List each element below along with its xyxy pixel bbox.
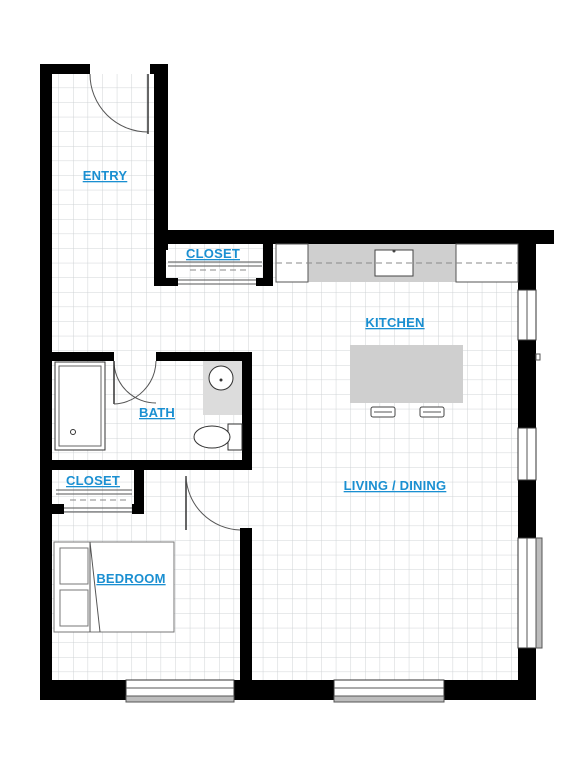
kitchen-label: KITCHEN: [365, 315, 424, 330]
top-closet: [168, 261, 262, 285]
bed: [53, 541, 175, 633]
window: [517, 537, 543, 649]
bar-stool: [419, 406, 445, 418]
kitchen-counter: [275, 243, 519, 283]
kitchen-island: [350, 345, 463, 403]
sink-vanity: [203, 361, 242, 415]
wall-outlet: [535, 353, 541, 361]
living-dining-label: LIVING / DINING: [344, 478, 447, 493]
walls: [40, 64, 554, 700]
entry-label: ENTRY: [83, 168, 128, 183]
bathtub: [54, 361, 106, 451]
closet-top-label: CLOSET: [186, 246, 240, 261]
bedroom-label: BEDROOM: [96, 571, 165, 586]
window: [125, 679, 235, 703]
bath-label: BATH: [139, 405, 175, 420]
window: [517, 427, 537, 481]
window: [517, 289, 537, 341]
toilet: [193, 423, 243, 451]
bar-stool: [370, 406, 396, 418]
closet-bottom-label: CLOSET: [66, 473, 120, 488]
doors: [89, 73, 241, 531]
window: [333, 679, 445, 703]
bottom-closet: [56, 489, 132, 513]
